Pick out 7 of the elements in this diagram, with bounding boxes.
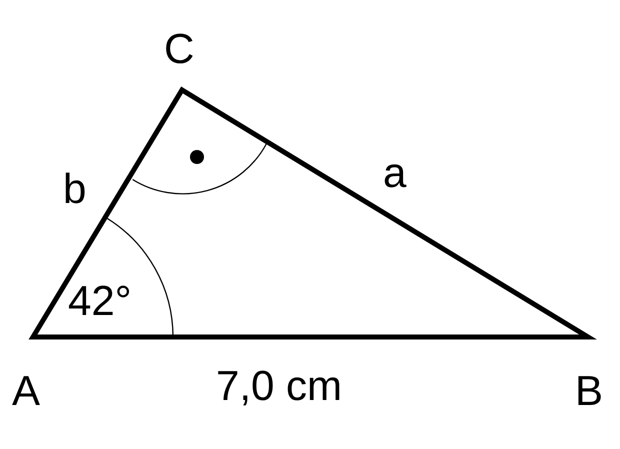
length-label: 7,0 cm [216, 365, 342, 407]
side-label: b [63, 168, 86, 210]
side-label: a [383, 152, 406, 194]
vertex-label: C [164, 28, 194, 70]
angle-label: 42° [68, 280, 132, 322]
vertex-label: A [12, 370, 40, 412]
vertex-label: B [575, 370, 604, 412]
